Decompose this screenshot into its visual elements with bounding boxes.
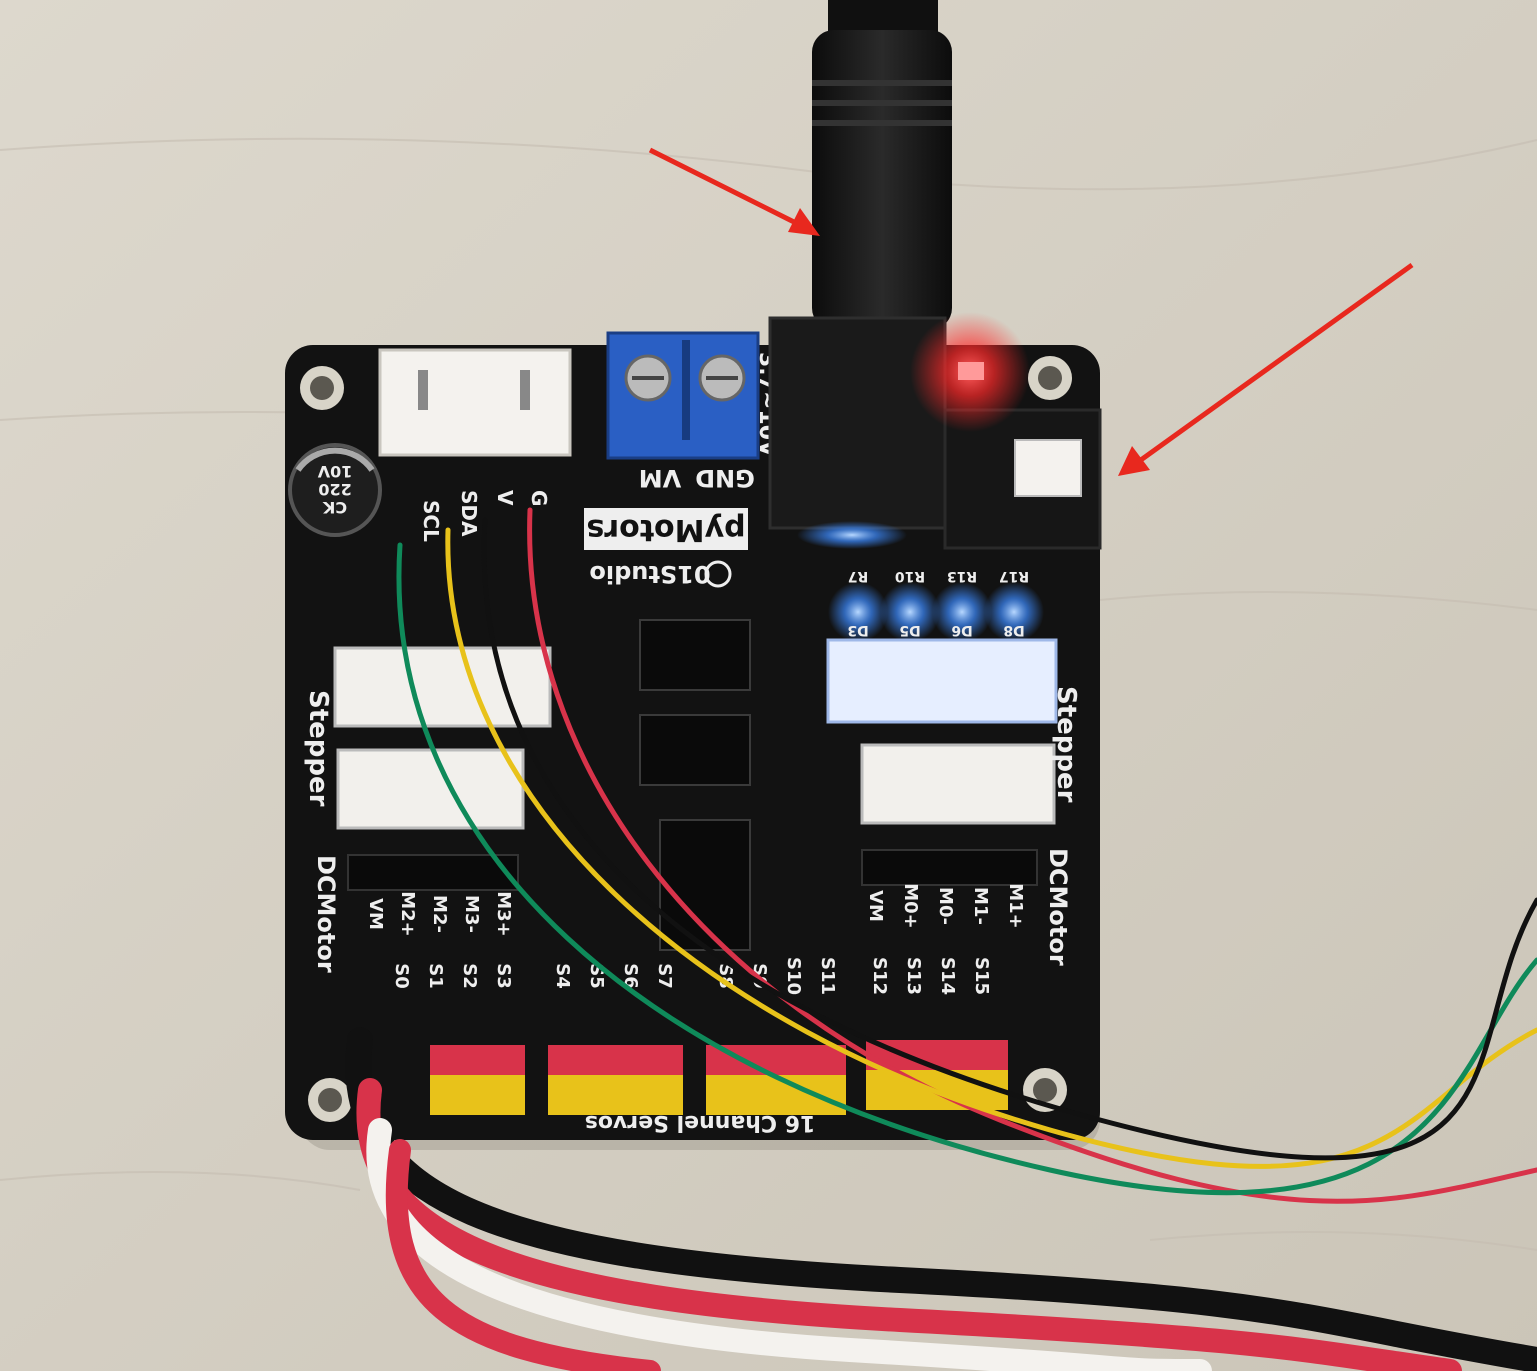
i2c-label-sda: SDA [457, 490, 481, 537]
dc-pin-label: M0- [935, 887, 956, 925]
dc-header-right [861, 849, 1038, 886]
stepper-label-left: Stepper [303, 690, 333, 807]
dc-pin-label: M2+ [397, 891, 418, 937]
arrow-icon [1136, 262, 1414, 465]
gnd-label: GND [695, 464, 755, 492]
servo-channel-label: S1 [425, 963, 446, 989]
gear-logo-icon [704, 560, 732, 588]
resistor-label: R17 [999, 568, 1029, 584]
annotation-arrow-top [648, 147, 820, 236]
maker-label: 01Studio [589, 560, 710, 588]
green-wire [396, 542, 1537, 1196]
resistor-label: R10 [895, 568, 926, 584]
power-cable [812, 0, 952, 330]
servo-channel-label: S4 [552, 963, 573, 989]
servo-channel-label: S13 [903, 957, 924, 995]
led-label: D8 [1003, 622, 1024, 638]
electrolytic-capacitor: CK 220 10V [288, 443, 382, 537]
dc-pin-label: M2- [429, 895, 450, 933]
led-label: D3 [847, 622, 868, 638]
servo-channel-label: S6 [620, 963, 641, 989]
stepper-connector-right [826, 638, 1058, 825]
capacitor-text-3: 10V [317, 462, 352, 481]
arrow-icon [648, 147, 802, 228]
servo-channel-label: S10 [783, 957, 804, 995]
capacitor-text-2: 220 [318, 480, 351, 499]
servo-channel-label: S14 [937, 957, 958, 995]
dc-pin-label: M1+ [1005, 883, 1026, 929]
servo-headers [430, 1040, 1008, 1115]
dc-pin-label: VM [865, 890, 886, 922]
jumper-wires [396, 507, 1537, 1204]
vm-label: VM [639, 464, 681, 492]
led-label: D6 [951, 622, 972, 638]
resistor-label: R7 [848, 568, 869, 584]
dc-pin-label: VM [365, 898, 386, 930]
servo-channel-label: S8 [715, 963, 736, 989]
battery-connector [943, 408, 1102, 550]
black-wire [481, 517, 1537, 1161]
capacitor-text-1: CK [322, 498, 347, 517]
dc-pin-label: M3- [461, 895, 482, 933]
dc-pin-labels-left: VM M2+ M2- M3- M3+ [365, 891, 514, 937]
dc-header-left [347, 854, 519, 891]
servo-channel-label: S2 [459, 963, 480, 989]
brand-label: pyMotors [586, 512, 745, 547]
dc-pin-label: M1- [970, 887, 991, 925]
stepper-label-right: Stepper [1051, 686, 1081, 803]
barrel-jack-power-plug [812, 30, 952, 330]
servo-channel-label: S11 [817, 957, 838, 995]
resistor-label: R13 [947, 568, 977, 584]
servo-channel-label: S0 [391, 963, 412, 989]
terminal-block [606, 331, 760, 460]
power-led [910, 312, 1030, 432]
i2c-label-g: G [527, 490, 551, 506]
led-label: D5 [899, 622, 920, 638]
status-leds: D3 D5 D6 D8 R7 R10 R13 R17 [828, 568, 1044, 642]
dc-pin-labels-right: VM M0+ M0- M1- M1+ [865, 883, 1026, 929]
dcmotor-label-left: DCMotor [312, 855, 340, 973]
servo-title-label: 16 Channel Servos [585, 1110, 816, 1135]
annotation-arrow-right [1118, 262, 1414, 476]
ribbon-cable [345, 1027, 1537, 1371]
i2c-label-scl: SCL [419, 500, 443, 542]
brand-block: pyMotors 01Studio [584, 508, 748, 588]
servo-channel-label: S3 [493, 963, 514, 989]
dc-pin-label: M3+ [493, 891, 514, 937]
i2c-label-v: V [493, 490, 517, 506]
i2c-pin-labels: SCL SDA V G [419, 490, 551, 542]
servo-channel-label: S15 [971, 957, 992, 995]
i2c-connector [378, 348, 572, 457]
servo-channel-label: S12 [869, 957, 890, 995]
yellow-wire [445, 527, 1537, 1169]
servo-channel-label: S7 [654, 963, 675, 989]
dc-pin-label: M0+ [900, 883, 921, 929]
dcmotor-label-right: DCMotor [1044, 848, 1072, 966]
